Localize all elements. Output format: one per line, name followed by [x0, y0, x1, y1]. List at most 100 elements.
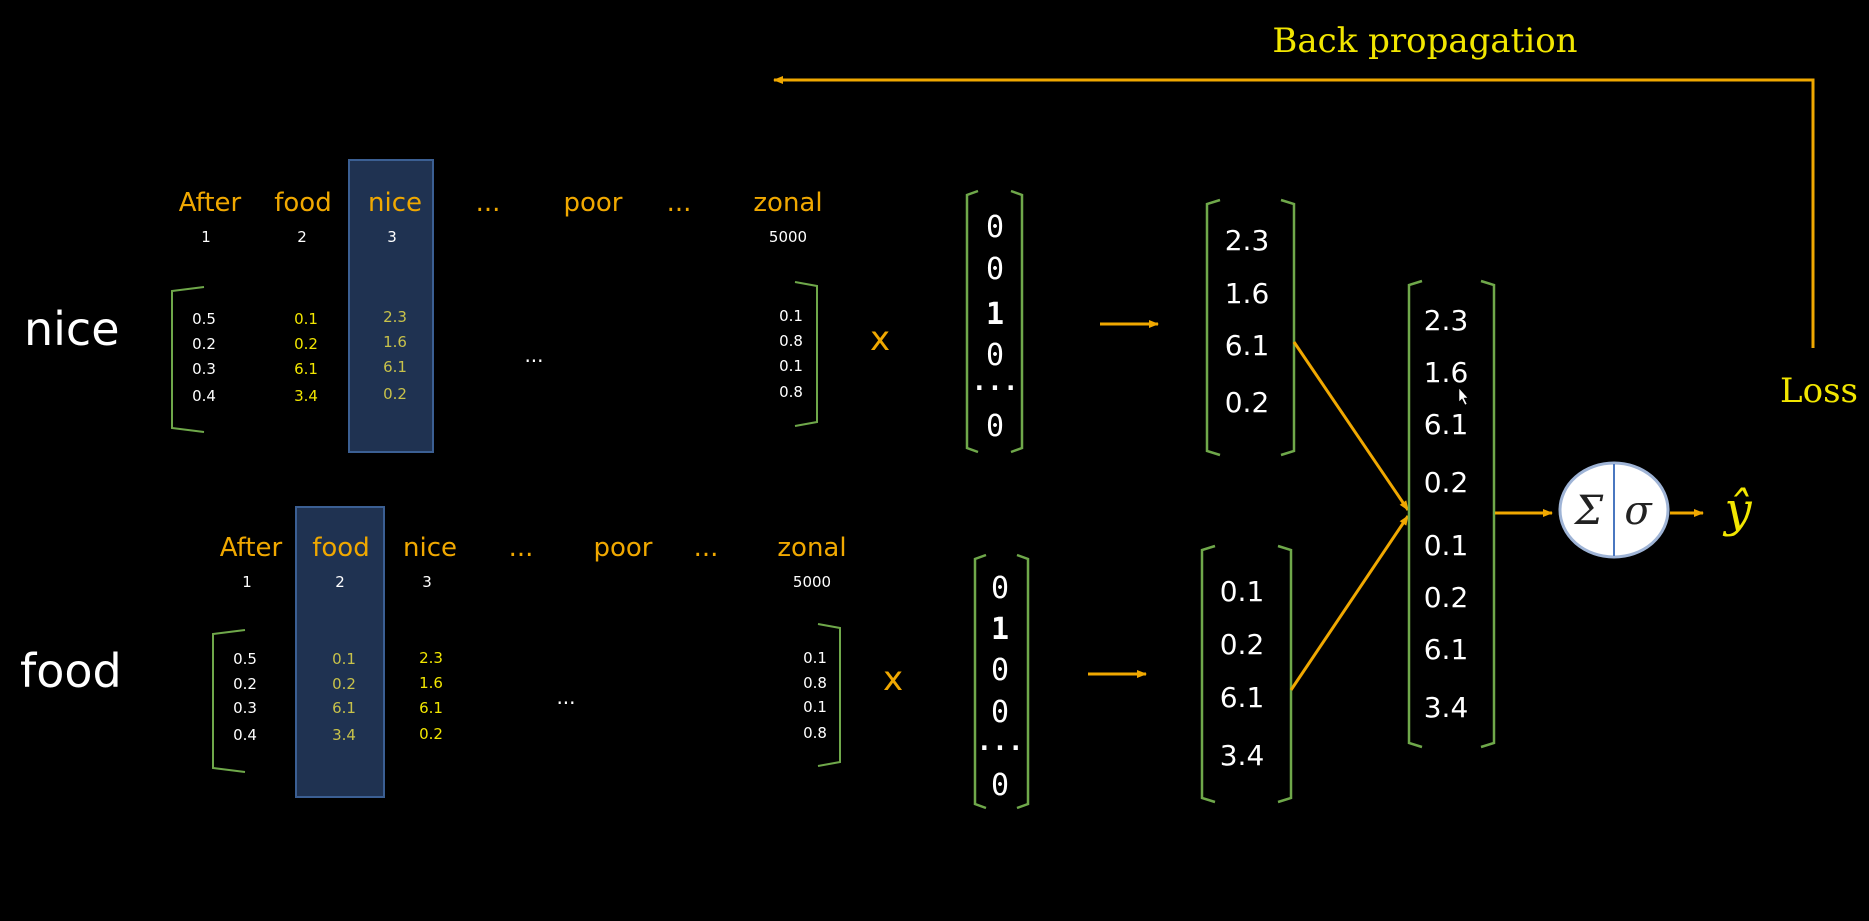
embedding-matrix: 0.5 0.2 0.3 0.4 0.1 0.2 6.1 3.4 2.3 1.6 … — [171, 281, 818, 433]
embedding-vector: 0.1 0.2 6.1 3.4 — [1200, 544, 1293, 804]
matrix-ellipsis: ... — [524, 343, 543, 367]
matrix-right-bracket — [794, 281, 818, 427]
matrix-cell: 0.1 — [332, 650, 356, 668]
matrix-cell: 1.6 — [383, 333, 407, 351]
vocab-word: food — [312, 533, 369, 563]
vocab-index: 1 — [242, 573, 252, 591]
vocab-index: 5000 — [769, 228, 807, 246]
matrix-cell: 1.6 — [419, 674, 443, 692]
vocab-index: 3 — [387, 228, 397, 246]
matrix-cell: 0.1 — [803, 698, 827, 716]
vocab-index: 3 — [422, 573, 432, 591]
onehot-right-bracket — [1016, 553, 1030, 810]
vocab-word: zonal — [753, 188, 822, 218]
embedding-left-bracket — [1205, 198, 1221, 457]
multiply-symbol: x — [883, 659, 903, 699]
matrix-cell: 0.2 — [332, 675, 356, 693]
vocab-word: food — [274, 188, 331, 218]
embedding-value: 1.6 — [1225, 277, 1270, 310]
sigma-symbol: σ — [1624, 488, 1653, 534]
embedding-value: 0.2 — [1225, 386, 1270, 419]
cursor-icon — [1458, 387, 1469, 406]
matrix-cell: 0.1 — [779, 357, 803, 375]
matrix-cell: 0.3 — [192, 360, 216, 378]
embedding-value: 0.1 — [1220, 575, 1265, 608]
embedding-matrix: 0.5 0.2 0.3 0.4 0.1 0.2 6.1 3.4 2.3 1.6 … — [212, 623, 841, 773]
vocab-word: poor — [563, 188, 622, 218]
matrix-cell: 3.4 — [294, 387, 318, 405]
matrix-right-bracket — [817, 623, 841, 767]
concat-value: 0.2 — [1424, 466, 1469, 499]
loss-label: Loss — [1780, 371, 1858, 411]
vocab-word: nice — [403, 533, 457, 563]
onehot-value: 0 — [986, 210, 1004, 245]
matrix-cell: 0.5 — [233, 650, 257, 668]
concatenated-vector: 2.3 1.6 6.1 0.2 0.1 0.2 6.1 3.4 — [1407, 279, 1496, 749]
matrix-cell: 0.1 — [294, 310, 318, 328]
vocab-word: ... — [476, 188, 501, 218]
vocab-word: ... — [667, 188, 692, 218]
matrix-ellipsis: ... — [556, 685, 575, 709]
concat-value: 0.2 — [1424, 581, 1469, 614]
matrix-cell: 0.2 — [419, 725, 443, 743]
onehot-vector: 0 0 1 0 ... 0 — [965, 189, 1024, 454]
vocab-word: zonal — [777, 533, 846, 563]
onehot-value: 0 — [991, 571, 1009, 606]
onehot-value: 1 — [991, 612, 1009, 647]
row-nice: nice After 1 food 2 nice 3 ... poor ... … — [24, 159, 1296, 457]
embedding-value: 2.3 — [1225, 224, 1270, 257]
matrix-cell: 0.2 — [233, 675, 257, 693]
matrix-cell: 0.8 — [803, 724, 827, 742]
matrix-cell: 2.3 — [419, 649, 443, 667]
concat-value: 6.1 — [1424, 408, 1469, 441]
backprop-arrow — [773, 76, 1815, 348]
onehot-value: 0 — [991, 695, 1009, 730]
matrix-cell: 6.1 — [294, 360, 318, 378]
highlight-column — [295, 506, 385, 798]
onehot-value: 0 — [991, 653, 1009, 688]
row-food: food After 1 food 2 nice 3 ... poor ... … — [20, 506, 1293, 810]
neuron-node: Σ σ — [1558, 461, 1670, 559]
concat-right-bracket — [1480, 279, 1496, 749]
embedding-left-bracket — [1200, 544, 1216, 804]
concat-arrow-top — [1292, 341, 1410, 511]
concat-value: 3.4 — [1424, 691, 1469, 724]
input-word: nice — [24, 302, 120, 356]
concat-arrow-bottom — [1289, 515, 1410, 691]
matrix-cell: 0.2 — [383, 385, 407, 403]
matrix-cell: 0.5 — [192, 310, 216, 328]
onehot-value: 0 — [986, 409, 1004, 444]
matrix-cell: 0.8 — [803, 674, 827, 692]
concat-left-bracket — [1407, 279, 1423, 749]
matrix-left-bracket — [171, 286, 205, 433]
embedding-right-bracket — [1277, 544, 1293, 804]
concat-value: 2.3 — [1424, 304, 1469, 337]
matrix-cell: 0.1 — [779, 307, 803, 325]
vocab-header: After 1 food 2 nice 3 ... poor ... zonal… — [179, 188, 823, 246]
vocab-word: nice — [368, 188, 422, 218]
multiply-symbol: x — [870, 319, 890, 359]
matrix-cell: 0.3 — [233, 699, 257, 717]
highlight-column — [348, 159, 434, 453]
vocab-index: 5000 — [793, 573, 831, 591]
vocab-index: 2 — [297, 228, 307, 246]
concat-value: 1.6 — [1424, 356, 1469, 389]
concat-value: 0.1 — [1424, 529, 1469, 562]
matrix-cell: 0.8 — [779, 332, 803, 350]
input-word: food — [20, 644, 122, 698]
vocab-word: poor — [593, 533, 652, 563]
embedding-value: 3.4 — [1220, 739, 1265, 772]
embedding-right-bracket — [1280, 198, 1296, 457]
matrix-cell: 0.4 — [192, 387, 216, 405]
matrix-cell: 0.2 — [192, 335, 216, 353]
matrix-cell: 0.1 — [803, 649, 827, 667]
sum-symbol: Σ — [1573, 488, 1604, 534]
onehot-value: 0 — [991, 768, 1009, 803]
matrix-cell: 3.4 — [332, 726, 356, 744]
matrix-cell: 0.2 — [294, 335, 318, 353]
matrix-cell: 6.1 — [332, 699, 356, 717]
onehot-left-bracket — [973, 553, 987, 810]
matrix-cell: 0.4 — [233, 726, 257, 744]
onehot-vector: 0 1 0 0 ... 0 — [973, 553, 1030, 810]
